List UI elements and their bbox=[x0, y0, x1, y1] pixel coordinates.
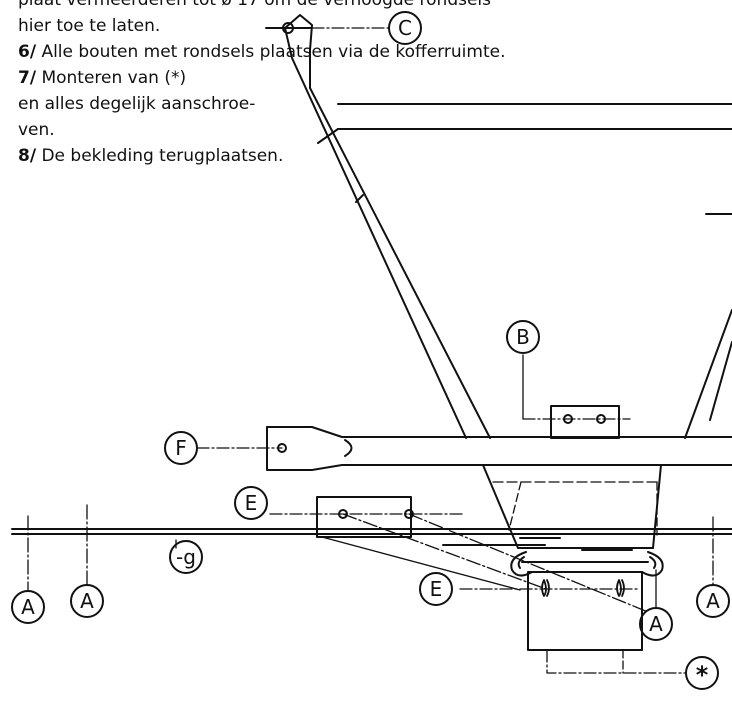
instruction-line-7b: en alles degelijk aanschroe- bbox=[18, 94, 256, 114]
cross-bar bbox=[266, 426, 732, 438]
step-text: Alle bouten met rondsels plaatsen via de… bbox=[41, 42, 506, 62]
instruction-step-7: 7/ Monteren van (*) bbox=[18, 65, 505, 91]
bracket-e bbox=[316, 496, 412, 538]
instruction-step-6: 6/ Alle bouten met rondsels plaatsen via… bbox=[18, 39, 505, 65]
instruction-line-0: plaat vermeerderen tot ø 17 om de verhoo… bbox=[18, 0, 492, 10]
callout-b bbox=[506, 320, 540, 354]
alignment-line bbox=[342, 513, 547, 590]
star-dimension-line bbox=[546, 649, 686, 674]
label-c: C bbox=[398, 16, 412, 40]
callout-a1 bbox=[11, 590, 45, 624]
instruction-text: plaat vermeerderen tot ø 17 om de verhoo… bbox=[18, 0, 505, 169]
alignment-line bbox=[408, 513, 649, 613]
instruction-line: ven. bbox=[18, 117, 505, 143]
label-g: -g bbox=[176, 545, 196, 569]
instruction-step-8: 8/ De bekleding terugplaatsen. bbox=[18, 143, 505, 169]
step-number: 6/ bbox=[18, 42, 37, 62]
funnel-hidden-line bbox=[508, 481, 522, 531]
instruction-line-1: hier toe te laten. bbox=[18, 16, 161, 36]
mount-box bbox=[527, 571, 643, 651]
rim-hook bbox=[641, 551, 664, 577]
label-a1: A bbox=[21, 595, 35, 619]
left-strut bbox=[284, 27, 467, 439]
box-stud bbox=[616, 579, 625, 597]
step-number: 7/ bbox=[18, 68, 37, 88]
bar-slot bbox=[344, 439, 353, 457]
pointer-tick bbox=[355, 194, 364, 203]
label-e-lower: E bbox=[430, 577, 443, 601]
callout-a3 bbox=[639, 607, 673, 641]
label-f: F bbox=[175, 436, 187, 460]
label-e-upper: E bbox=[245, 491, 258, 515]
instruction-line: hier toe te laten. bbox=[18, 13, 505, 39]
bracket-b bbox=[550, 405, 620, 439]
instruction-line: plaat vermeerderen tot ø 17 om de verhoo… bbox=[18, 0, 505, 13]
cross-bar bbox=[266, 426, 732, 471]
alignment-line bbox=[321, 536, 521, 591]
box-stud bbox=[541, 579, 550, 597]
callout-g bbox=[169, 540, 203, 574]
instruction-line-7c: ven. bbox=[18, 120, 55, 140]
pointer-tick bbox=[317, 128, 339, 144]
right-strut bbox=[684, 309, 732, 439]
label-a4: A bbox=[706, 589, 720, 613]
left-strut bbox=[284, 14, 491, 439]
callout-e-upper bbox=[234, 486, 268, 520]
callout-c bbox=[388, 11, 422, 45]
step-text: De bekleding terugplaatsen. bbox=[41, 146, 284, 166]
rim-hook bbox=[510, 551, 533, 577]
instruction-line: en alles degelijk aanschroe- bbox=[18, 91, 505, 117]
label-b: B bbox=[516, 325, 530, 349]
step-number: 8/ bbox=[18, 146, 37, 166]
callout-f bbox=[164, 431, 198, 465]
right-strut bbox=[709, 341, 732, 421]
step-text: Monteren van (*) bbox=[41, 68, 187, 88]
callout-a4 bbox=[696, 584, 730, 618]
label-star: * bbox=[696, 661, 709, 689]
label-a3: A bbox=[649, 612, 663, 636]
callout-a2 bbox=[70, 584, 104, 618]
callout-star bbox=[685, 656, 719, 690]
rim-hook bbox=[517, 556, 525, 569]
rim-hook bbox=[649, 556, 657, 569]
funnel-side bbox=[482, 464, 519, 549]
label-a2: A bbox=[80, 589, 94, 613]
callout-e-lower bbox=[419, 572, 453, 606]
